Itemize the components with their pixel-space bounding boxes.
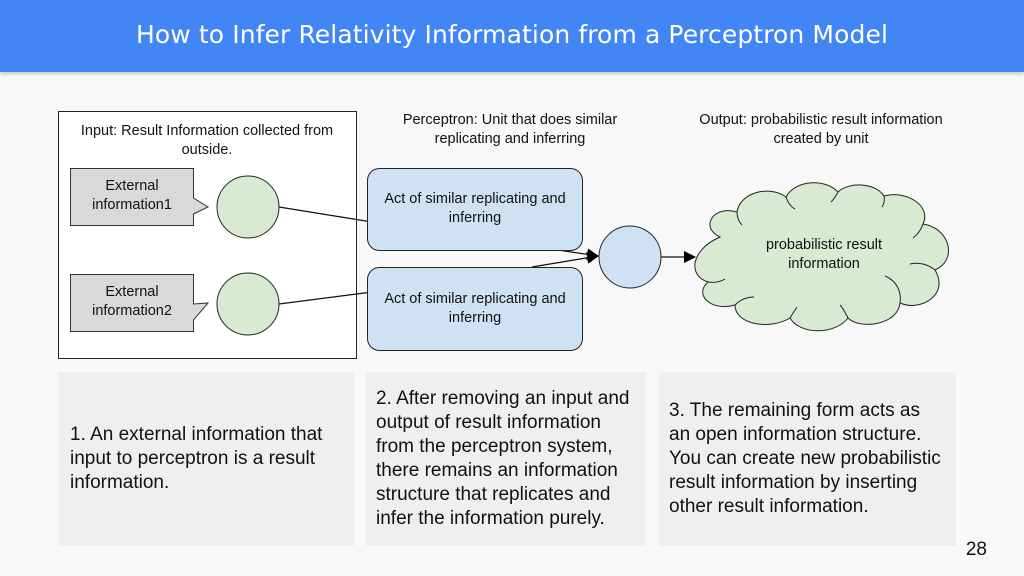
slide-header: How to Infer Relativity Information from… <box>0 0 1024 72</box>
note-2: 2. After removing an input and output of… <box>366 372 646 546</box>
input-section-label: Input: Result Information collected from… <box>80 123 334 158</box>
note-3: 3. The remaining form acts as an open in… <box>659 372 956 546</box>
output-node <box>598 225 662 289</box>
input-node-1 <box>216 175 280 239</box>
output-section-label: Output: probabilistic result information… <box>699 112 943 147</box>
callout-text-2: External information2 <box>92 284 172 319</box>
unit-box-2 <box>367 267 583 351</box>
unit-box-text-1: Act of similar replicating and inferring <box>384 191 566 226</box>
output-cloud <box>694 182 949 332</box>
note-1: 1. An external information that input to… <box>58 372 354 546</box>
connector-unit2-to-output-node <box>531 251 599 268</box>
unit-box-1 <box>367 168 583 251</box>
note-2-text: 2. After removing an input and output of… <box>376 388 630 529</box>
unit-box-text-2: Act of similar replicating and inferring <box>384 291 566 326</box>
input-node-2 <box>216 272 280 336</box>
note-1-text: 1. An external information that input to… <box>70 424 323 493</box>
connector-input2-to-unit2 <box>278 291 373 305</box>
perceptron-section-label: Perceptron: Unit that does similar repli… <box>402 112 618 147</box>
connector-input1-to-unit1 <box>278 206 373 223</box>
callout-external-information-1 <box>70 168 210 226</box>
slide-title: How to Infer Relativity Information from… <box>135 20 888 49</box>
page-number: 28 <box>965 539 987 560</box>
note-3-text: 3. The remaining form acts as an open in… <box>669 400 941 517</box>
output-cloud-text: probabilistic result information <box>765 237 883 272</box>
callout-text-1: External information1 <box>92 178 172 213</box>
callout-external-information-2 <box>70 274 210 332</box>
